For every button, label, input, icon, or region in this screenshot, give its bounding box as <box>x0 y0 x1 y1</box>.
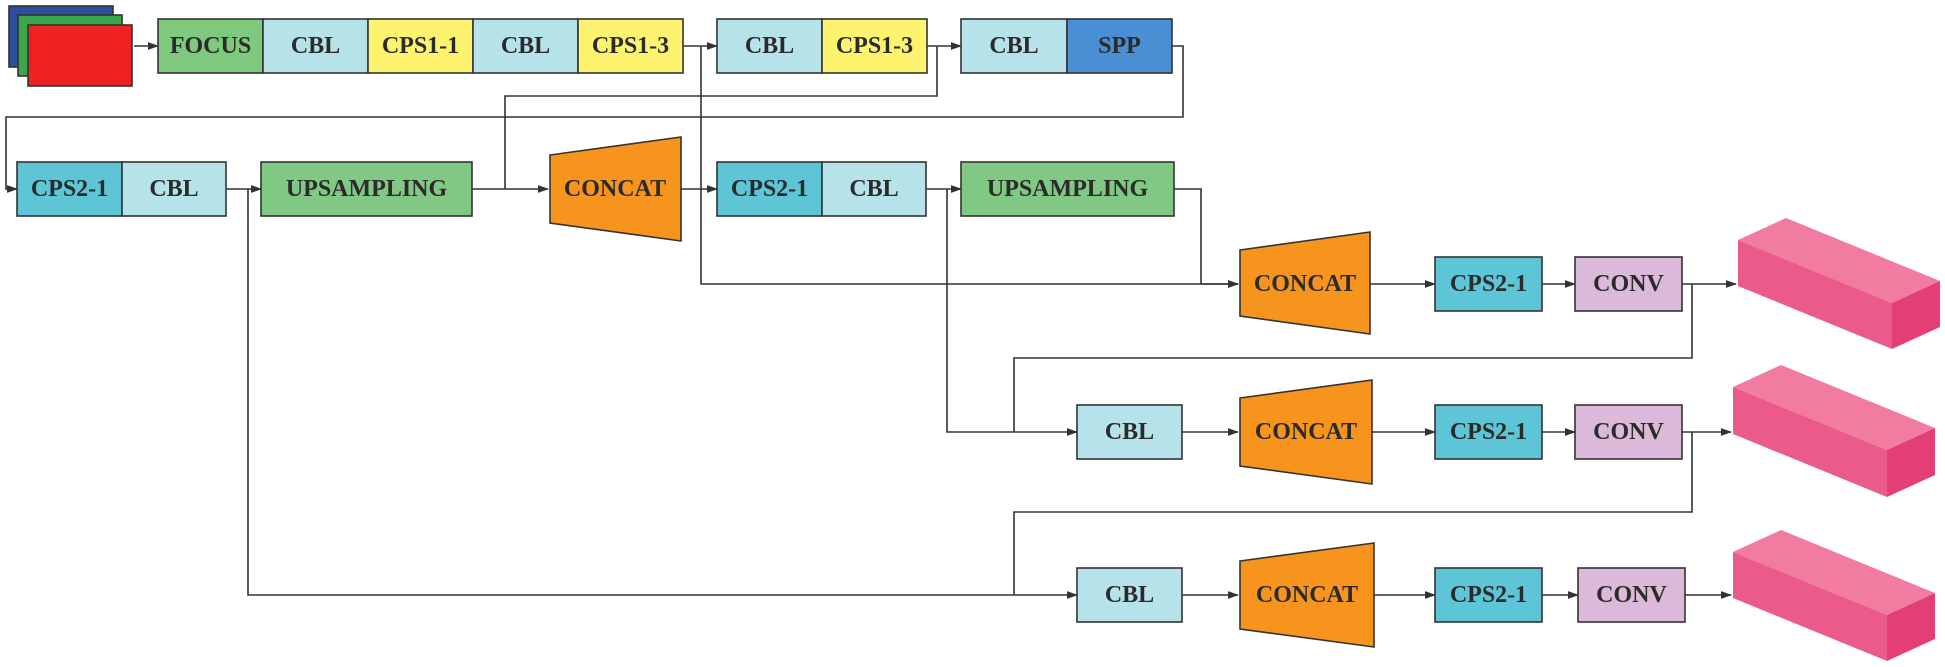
cbl-block <box>960 18 1068 74</box>
conv-block <box>1574 256 1683 312</box>
cbl-label: CBL <box>989 33 1038 59</box>
wire-spp-to-neck <box>5 45 1184 193</box>
input-red-channel <box>27 24 133 87</box>
neck-group-a: CPS2-1 CBL <box>16 161 227 217</box>
cps2-1-label: CPS2-1 <box>1450 582 1527 608</box>
cbl-label: CBL <box>1105 582 1154 608</box>
backbone-group-c: CBL SPP <box>960 18 1173 74</box>
cps1-3-label: CPS1-3 <box>592 33 669 59</box>
cbl-label: CBL <box>501 33 550 59</box>
cps2-1-block <box>1434 404 1543 460</box>
upsampling-label: UPSAMPLING <box>987 176 1149 202</box>
cps2-1-label: CPS2-1 <box>31 176 108 202</box>
conv-label: CONV <box>1593 419 1664 445</box>
cbl-block <box>821 161 927 217</box>
concat-label: CONCAT <box>1256 582 1358 608</box>
connections <box>5 42 1738 599</box>
cps2-1-label: CPS2-1 <box>1450 271 1527 297</box>
output-tensor-top-face <box>1738 218 1940 303</box>
upsampling-label: UPSAMPLING <box>286 176 448 202</box>
cps1-3-block <box>821 18 928 74</box>
wire-conv-top-to-mid <box>1013 284 1693 432</box>
wire-cps13-a-to-concat-top <box>700 46 1240 288</box>
cps2-1-label: CPS2-1 <box>731 176 808 202</box>
wire-cps13-b-to-concat <box>504 46 938 189</box>
wire-upsampling2-to-concat-top <box>1174 188 1240 288</box>
input-image-stack <box>8 5 133 87</box>
neck-group-b: CPS2-1 CBL <box>716 161 927 217</box>
cbl-block <box>716 18 823 74</box>
concat-label: CONCAT <box>1254 271 1356 297</box>
cbl-label: CBL <box>849 176 898 202</box>
spp-block <box>1066 18 1173 74</box>
spp-label: SPP <box>1098 33 1141 59</box>
cps1-1-block <box>367 18 474 74</box>
output-tensor-top-face <box>1733 530 1935 615</box>
cbl-block <box>1076 404 1183 460</box>
concat-block <box>1239 231 1371 335</box>
cps2-1-block <box>16 161 123 217</box>
output-tensor-front-face <box>1738 240 1892 349</box>
cbl-label: CBL <box>291 33 340 59</box>
conv-label: CONV <box>1596 582 1667 608</box>
cbl-label: CBL <box>149 176 198 202</box>
output-tensor-front-face <box>1733 552 1887 661</box>
output-tensor-medium <box>1733 365 1935 497</box>
focus-label: FOCUS <box>170 33 251 59</box>
cbl-block <box>121 161 227 217</box>
cps2-1-block <box>716 161 823 217</box>
cps2-1-block <box>1434 567 1543 623</box>
wire-cps21-neck-to-cbl-bottom <box>247 189 1079 599</box>
conv-block <box>1577 567 1686 623</box>
concat-block <box>549 136 682 242</box>
cbl-label: CBL <box>745 33 794 59</box>
wire-cbl-neck-to-cbl-mid <box>946 189 1079 436</box>
concat-block <box>1239 379 1373 485</box>
wire-conv-mid-to-bottom <box>1013 432 1693 595</box>
cbl-label: CBL <box>1105 419 1154 445</box>
output-tensor-side-face <box>1887 593 1935 661</box>
upsampling-block <box>960 161 1175 217</box>
conv-label: CONV <box>1593 271 1664 297</box>
focus-block <box>157 18 264 74</box>
output-tensor-top-face <box>1733 365 1935 450</box>
cps1-1-label: CPS1-1 <box>382 33 459 59</box>
output-tensor-small <box>1733 530 1935 661</box>
output-tensor-large <box>1738 218 1940 349</box>
cps2-1-block <box>1434 256 1543 312</box>
cbl-block <box>262 18 369 74</box>
concat-label: CONCAT <box>564 176 666 202</box>
cps1-3-block <box>577 18 684 74</box>
concat-label: CONCAT <box>1255 419 1357 445</box>
upsampling-block <box>260 161 473 217</box>
backbone-group-a: FOCUS CBL CPS1-1 CBL CPS1-3 <box>157 18 684 74</box>
output-tensor-side-face <box>1892 281 1940 349</box>
cbl-block <box>1076 567 1183 623</box>
cbl-block <box>472 18 579 74</box>
output-tensor-side-face <box>1887 428 1935 497</box>
conv-block <box>1574 404 1683 460</box>
backbone-group-b: CBL CPS1-3 <box>716 18 928 74</box>
output-tensor-front-face <box>1733 387 1887 497</box>
concat-block <box>1239 542 1375 648</box>
cps2-1-label: CPS2-1 <box>1450 419 1527 445</box>
cps1-3-label: CPS1-3 <box>836 33 913 59</box>
